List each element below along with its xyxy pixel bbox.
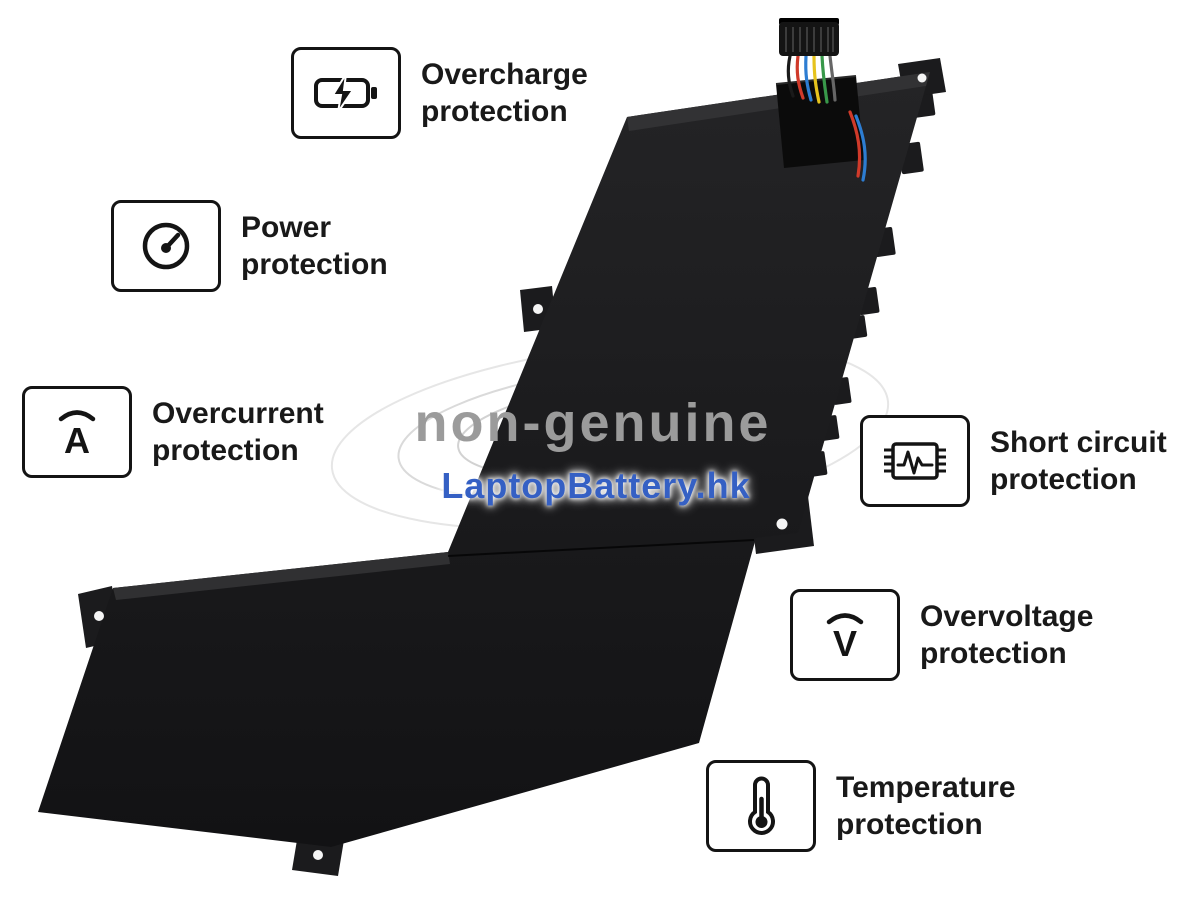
feature-badge-short-circuit: Short circuit protection (860, 415, 1167, 507)
wire (786, 54, 795, 98)
ampere-arc-icon: A (58, 410, 96, 461)
wire (854, 114, 867, 182)
feature-label: Short circuit protection (990, 424, 1167, 498)
feature-icon-box (860, 415, 970, 507)
feature-label: Overcharge protection (421, 56, 588, 130)
feature-icon-box (291, 47, 401, 139)
feature-badge-overcharge: Overcharge protection (291, 47, 588, 139)
battery-body (38, 72, 930, 847)
wire (812, 54, 821, 104)
wire (804, 54, 813, 102)
circuit-chip-icon (884, 442, 946, 480)
feature-icon-box: V (790, 589, 900, 681)
feature-label: Overcurrent protection (152, 395, 324, 469)
feature-badge-overvoltage: V Overvoltage protection (790, 589, 1093, 681)
feature-label-line: Temperature (836, 771, 1016, 804)
ampere-letter: A (64, 420, 90, 461)
feature-label-line: protection (920, 637, 1067, 670)
wire (828, 54, 837, 102)
volt-arc-icon: V (826, 613, 864, 664)
watermark-text: non-genuine (414, 393, 772, 453)
feature-label-line: protection (836, 808, 983, 841)
feature-label-line: Overcurrent (152, 397, 324, 430)
feature-label-line: protection (152, 434, 299, 467)
feature-label: Temperature protection (836, 769, 1016, 843)
feature-badge-power: Power protection (111, 200, 388, 292)
feature-icon-box (706, 760, 816, 852)
volt-letter: V (833, 623, 857, 664)
cable-tape (775, 75, 864, 168)
wire (848, 110, 862, 178)
feature-label: Overvoltage protection (920, 598, 1093, 672)
feature-label-line: protection (990, 463, 1137, 496)
feature-label: Power protection (241, 209, 388, 283)
wire (795, 54, 805, 100)
feature-icon-box (111, 200, 221, 292)
power-gauge-icon (142, 222, 190, 270)
connector-wires (786, 54, 867, 182)
feature-label-line: Overcharge (421, 58, 588, 91)
battery-charging-icon (314, 73, 377, 113)
watermark-brand: LaptopBattery.hk (441, 465, 751, 506)
feature-badge-temperature: Temperature protection (706, 760, 1016, 852)
feature-badge-overcurrent: A Overcurrent protection (22, 386, 324, 478)
feature-label-line: Overvoltage (920, 600, 1094, 633)
feature-icon-box: A (22, 386, 132, 478)
feature-label-line: Power (241, 211, 332, 244)
screw-holes (94, 73, 927, 860)
feature-label-line: protection (421, 95, 568, 128)
thermometer-icon (748, 776, 775, 835)
feature-label-line: Short circuit (990, 426, 1167, 459)
cable-connector (779, 18, 839, 56)
feature-label-line: protection (241, 248, 388, 281)
wire (820, 54, 829, 104)
